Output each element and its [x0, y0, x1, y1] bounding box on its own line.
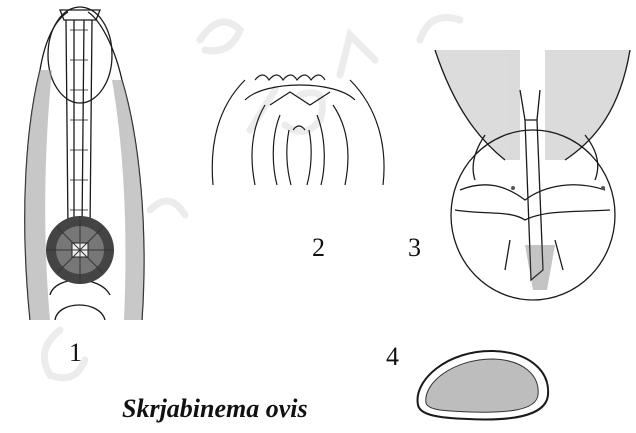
figure-1-drawing	[0, 0, 150, 330]
figure-3-drawing	[425, 40, 636, 310]
figure-label-1: 1	[69, 338, 82, 368]
figure-2-drawing	[205, 60, 395, 190]
figure-label-3: 3	[408, 233, 421, 263]
figure-caption: Skrjabinema ovis	[122, 394, 308, 424]
figure-label-4: 4	[386, 342, 399, 372]
figure-label-2: 2	[312, 233, 325, 263]
figure-4-drawing	[408, 345, 558, 427]
